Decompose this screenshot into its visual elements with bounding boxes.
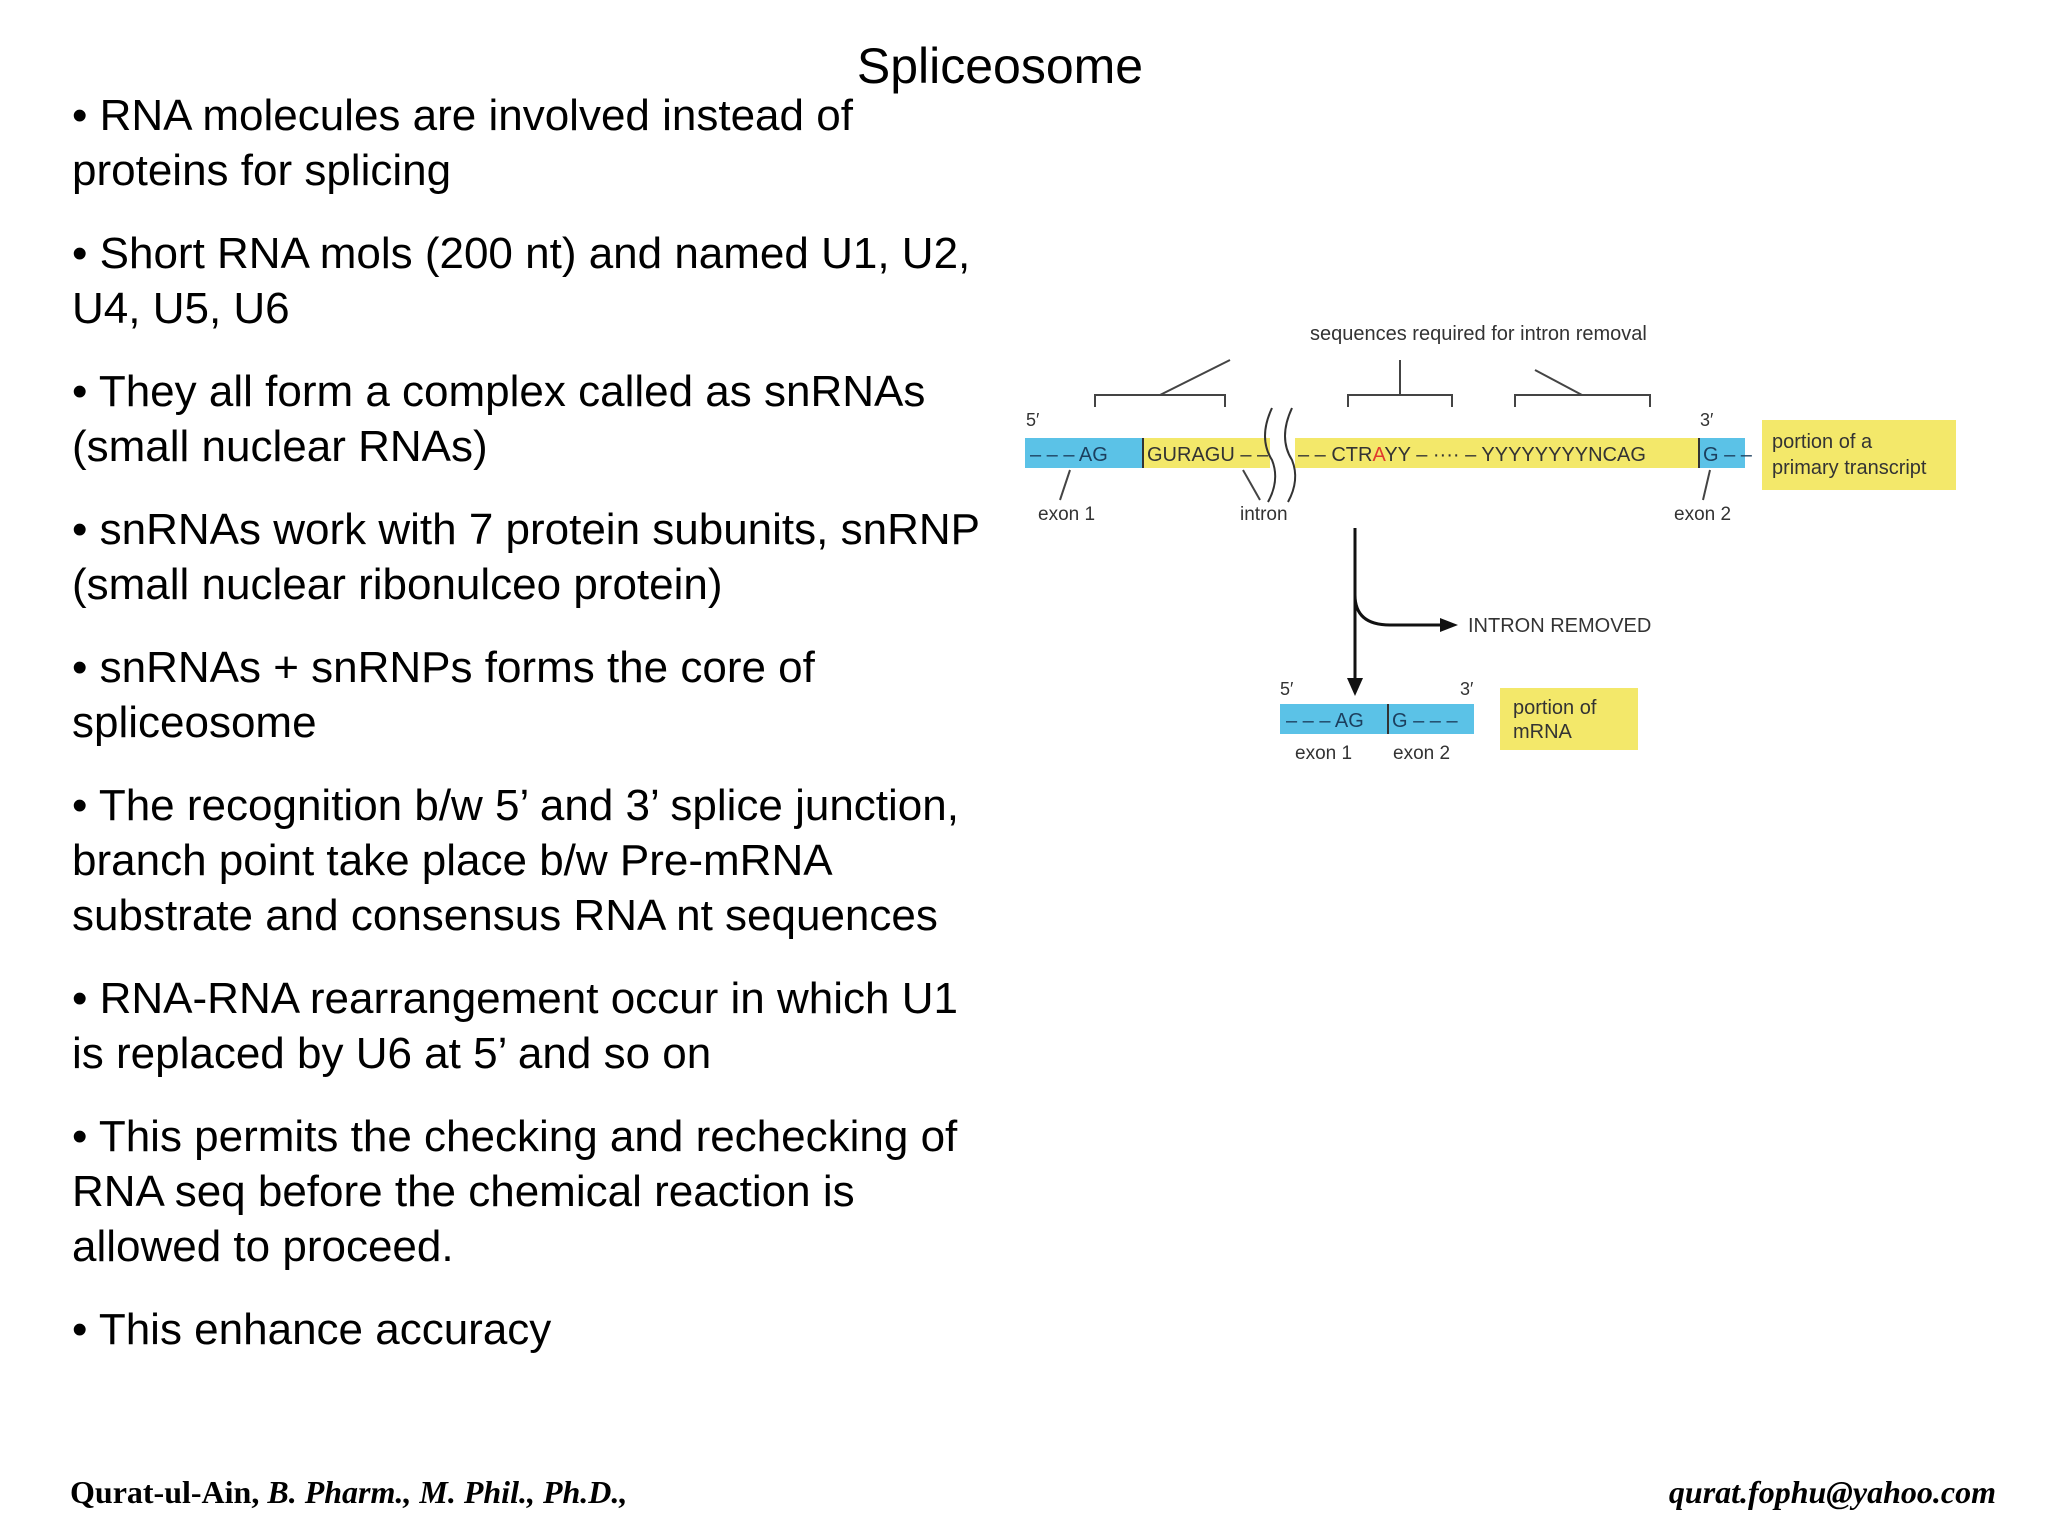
bullet-item: • RNA molecules are involved instead of … (72, 91, 853, 195)
sequence-intron-start: GURAGU – – (1147, 444, 1269, 466)
bracket-branch-point (1347, 394, 1453, 407)
bracket-5prime-stem (1159, 359, 1231, 396)
sequence-exon2: G – – (1703, 444, 1753, 466)
exon2-label: exon 2 (1674, 504, 1731, 525)
bullet-item: • RNA-RNA rearrangement occur in which U… (72, 974, 958, 1078)
exon2-segment (1699, 438, 1745, 468)
intron-segment-left (1143, 438, 1270, 468)
mrna-bar (1280, 704, 1474, 734)
bullet-item: • snRNAs + snRNPs forms the core of spli… (72, 643, 815, 747)
splicing-diagram: sequences required for intron removal 5′… (1025, 323, 1956, 764)
mrna-sequence-exon2: G – – – (1392, 710, 1458, 732)
footer-email: qurat.fophu@yahoo.com (1668, 1474, 1996, 1510)
slide-title: Spliceosome (856, 38, 1144, 94)
sequence-intron-body: – – CTRAYY – ···· – YYYYYYYYNCAG (1298, 444, 1646, 466)
bracket-group (1094, 359, 1651, 407)
arrow-head-right-icon (1440, 618, 1458, 632)
bullet-item: • Short RNA mols (200 nt) and named U1, … (72, 229, 971, 333)
author-name: Qurat-ul-Ain, (70, 1474, 260, 1510)
branch-point-a: A (1372, 444, 1386, 466)
bullet-item: • snRNAs work with 7 protein subunits, s… (72, 505, 980, 609)
pointer-lines (1059, 469, 1711, 501)
bracket-3prime-stem (1534, 369, 1583, 396)
primary-transcript-box (1762, 420, 1956, 490)
bullet-list: • RNA molecules are involved instead of … (72, 88, 992, 1385)
intron-removed-label: INTRON REMOVED (1468, 615, 1651, 637)
bullet-item: • This enhance accuracy (72, 1305, 552, 1354)
sequences-required-label: sequences required for intron removal (1310, 323, 1647, 345)
arrow-head-down-icon (1347, 678, 1363, 696)
intron-segment-right (1295, 438, 1699, 468)
three-prime-label: 3′ (1700, 410, 1714, 430)
exon1-label: exon 1 (1038, 504, 1095, 525)
bullet-item: • This permits the checking and rechecki… (72, 1112, 958, 1271)
mrna-box-label-1: portion of (1513, 697, 1597, 719)
bracket-5prime-splice (1094, 394, 1226, 407)
footer-author: Qurat-ul-Ain, B. Pharm., M. Phil., Ph.D.… (70, 1474, 627, 1511)
mrna-exon1-label: exon 1 (1295, 743, 1352, 764)
exon1-segment (1025, 438, 1143, 468)
mrna-box-label-2: mRNA (1513, 721, 1573, 743)
mrna-three-prime-label: 3′ (1460, 679, 1474, 699)
mrna-five-prime-label: 5′ (1280, 679, 1294, 699)
splicing-arrow (1353, 528, 1442, 682)
primary-transcript-label-2: primary transcript (1772, 457, 1927, 479)
primary-transcript-label-1: portion of a (1772, 431, 1873, 453)
sequence-exon1: – – – AG (1030, 444, 1108, 466)
mrna-sequence-exon1: – – – AG (1286, 710, 1364, 732)
bracket-3prime-splice (1514, 394, 1651, 407)
intron-label: intron (1240, 504, 1288, 525)
bullet-item: • They all form a complex called as snRN… (72, 367, 926, 471)
author-credentials: B. Pharm., M. Phil., Ph.D., (259, 1474, 628, 1510)
intron-break-marks (1264, 407, 1297, 503)
bullet-item: • The recognition b/w 5’ and 3’ splice j… (72, 781, 959, 940)
mrna-box (1500, 688, 1638, 750)
five-prime-label: 5′ (1026, 410, 1040, 430)
mrna-exon2-label: exon 2 (1393, 743, 1450, 764)
